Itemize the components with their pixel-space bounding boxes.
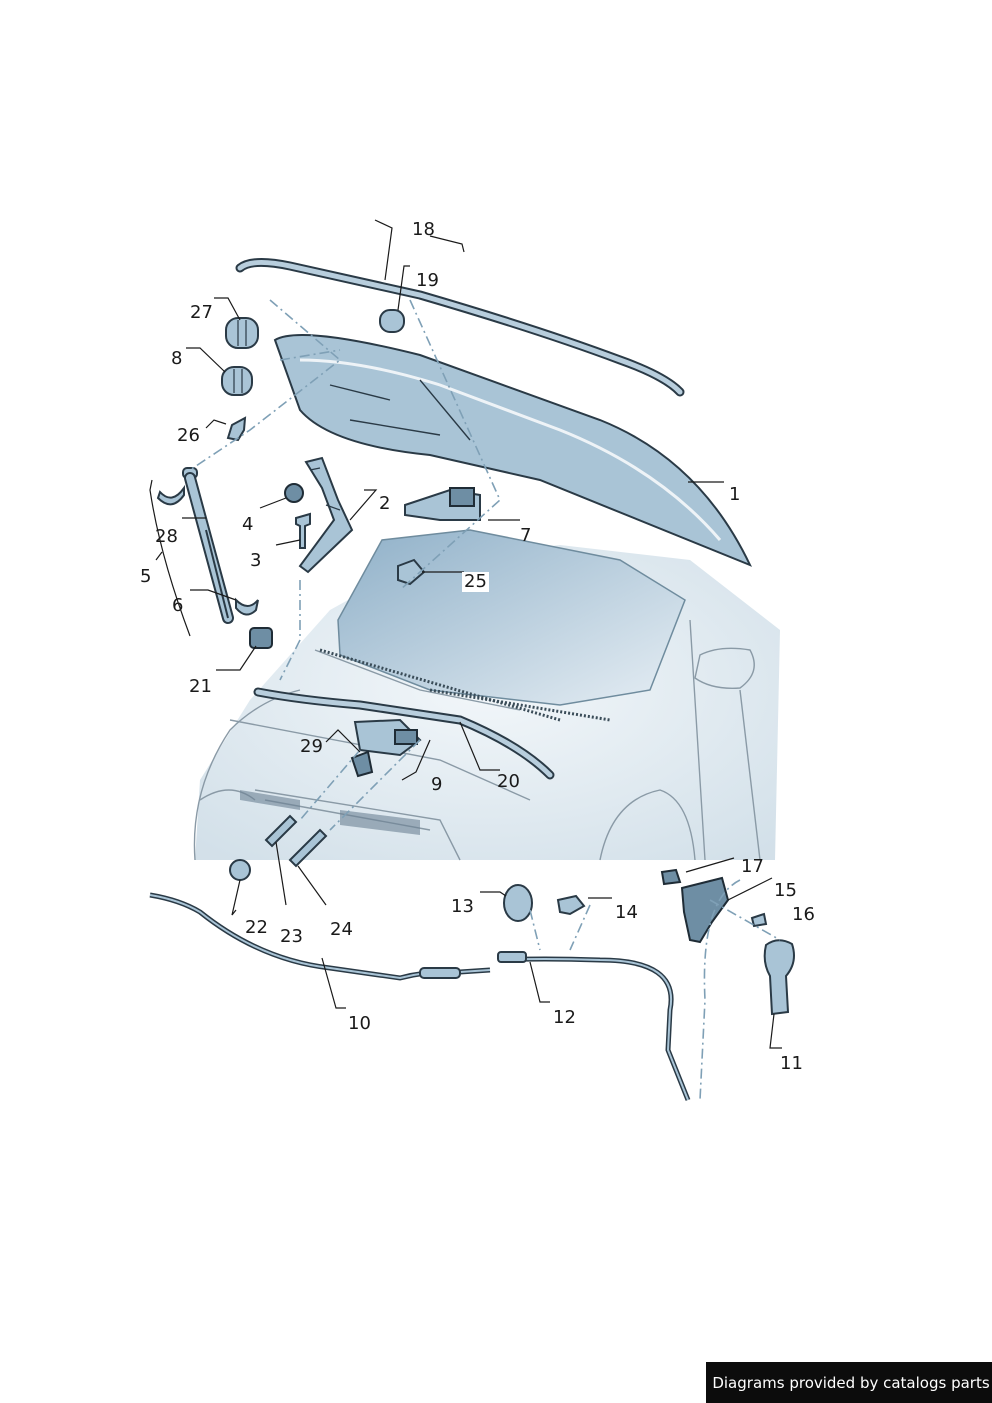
buffer-8 [221, 366, 253, 396]
bonnet-part-1 [273, 334, 753, 567]
callout-11: 11 [780, 1053, 803, 1074]
lock-7 [404, 487, 481, 521]
callout-5: 5 [140, 566, 152, 587]
callout-27: 27 [190, 302, 213, 323]
callout-24: 24 [330, 919, 353, 940]
callout-4: 4 [242, 514, 254, 535]
callout-17: 17 [741, 856, 764, 877]
callout-8: 8 [171, 348, 183, 369]
grommet-14 [556, 894, 586, 916]
leader-lines [149, 219, 782, 1049]
hinge-2 [298, 456, 354, 574]
nut-4 [284, 483, 304, 503]
lock-9 [353, 718, 422, 757]
callout-14: 14 [615, 902, 638, 923]
callout-20: 20 [497, 771, 520, 792]
callout-26: 26 [177, 425, 200, 446]
callout-28: 28 [155, 526, 178, 547]
retainer-6-lower [235, 597, 259, 616]
car-body [193, 529, 780, 861]
callout-29: 29 [300, 736, 323, 757]
cap-13 [503, 884, 533, 922]
callout-2: 2 [379, 493, 391, 514]
bolt-3 [295, 512, 311, 549]
callout-15: 15 [774, 880, 797, 901]
callout-21: 21 [189, 676, 212, 697]
callout-7: 7 [520, 525, 532, 546]
buffer-22 [229, 859, 251, 881]
lever-bracket-15 [680, 876, 730, 944]
callout-18: 18 [412, 219, 435, 240]
callout-19: 19 [416, 270, 439, 291]
callout-6: 6 [172, 595, 184, 616]
cable-10 [149, 892, 491, 981]
bolt-24 [288, 828, 328, 868]
callout-22: 22 [245, 917, 268, 938]
clip-17 [660, 868, 682, 886]
buffer-19 [379, 309, 405, 333]
bolt-25 [397, 558, 426, 586]
callout-23: 23 [280, 926, 303, 947]
buffer-21 [249, 627, 273, 649]
credit-banner: Diagrams provided by catalogs parts [706, 1362, 992, 1403]
retainer-6-upper [156, 484, 185, 506]
callout-10: 10 [348, 1013, 371, 1034]
callout-9: 9 [431, 774, 443, 795]
clip-26 [226, 416, 247, 442]
handle-11 [763, 939, 795, 1016]
callout-25: 25 [462, 571, 489, 592]
callout-12: 12 [553, 1007, 576, 1028]
screw-23 [264, 814, 298, 848]
callout-16: 16 [792, 904, 815, 925]
screw-16 [750, 912, 768, 928]
assembly-lines [189, 299, 781, 1101]
bracket-29 [350, 750, 374, 778]
cable-12 [497, 951, 691, 1101]
callout-3: 3 [250, 550, 262, 571]
callout-13: 13 [451, 896, 474, 917]
gas-strut-28 [182, 467, 234, 624]
buffer-27 [225, 317, 259, 349]
callout-1: 1 [729, 484, 741, 505]
